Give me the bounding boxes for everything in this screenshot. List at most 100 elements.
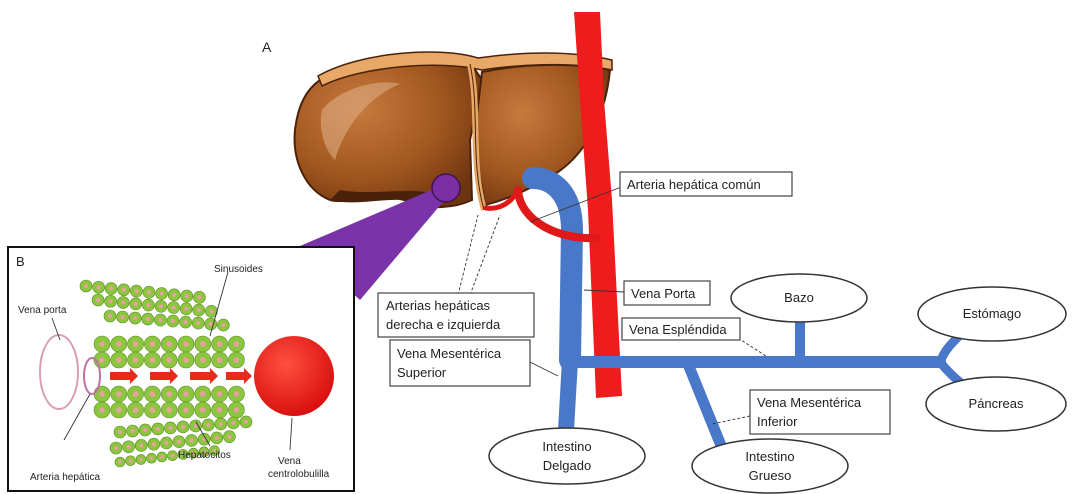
panel-b-vena-centrolobulilla	[254, 336, 334, 416]
hepatocyte-nucleus	[134, 302, 138, 306]
panel-b-letter: B	[16, 254, 25, 269]
estomago-branch-vessel	[940, 335, 960, 362]
hepatocyte-nucleus	[217, 357, 223, 363]
hepatocyte-nucleus	[234, 407, 240, 413]
organ-bazo: Bazo	[731, 274, 867, 322]
hepatocyte-nucleus	[139, 443, 143, 447]
hepatocyte-nucleus	[143, 428, 147, 432]
hepatocyte-nucleus	[183, 391, 189, 397]
hepatocyte-nucleus	[164, 441, 168, 445]
hepatocyte-nucleus	[127, 445, 131, 449]
panel-b-label-sinusoides: Sinusoides	[214, 264, 263, 275]
panel-b-label-hepatocitos: Hepatocitos	[178, 450, 231, 461]
hepatocyte-nucleus	[109, 286, 113, 290]
hepatocyte-nucleus	[99, 407, 105, 413]
hepatocyte-nucleus	[160, 291, 164, 295]
hepatocyte-nucleus	[147, 290, 151, 294]
hepatocyte-nucleus	[221, 323, 225, 327]
hepatocyte-nucleus	[200, 341, 206, 347]
hepatocyte-nucleus	[171, 319, 175, 323]
hepatocyte-nucleus	[150, 391, 156, 397]
hepatocyte-nucleus	[133, 357, 139, 363]
hepatocyte-nucleus	[172, 305, 176, 309]
hepatocyte-nucleus	[197, 308, 201, 312]
hepatocyte-nucleus	[146, 303, 150, 307]
hepatocyte-nucleus	[200, 407, 206, 413]
hepatocyte-nucleus	[133, 341, 139, 347]
hepatocyte-nucleus	[150, 456, 154, 460]
svg-text:Estómago: Estómago	[963, 306, 1022, 321]
panel-a-letter: A	[262, 39, 272, 55]
hepatocyte-nucleus	[133, 316, 137, 320]
organ-estomago: Estómago	[918, 287, 1066, 341]
hepatocyte-nucleus	[97, 285, 101, 289]
hepatocyte-nucleus	[150, 407, 156, 413]
panel-b-label-vena-1: Vena	[278, 456, 301, 467]
vena-mesenterica-superior-vessel	[566, 360, 570, 430]
label-vena-esplendida: Vena Espléndida	[622, 318, 740, 340]
svg-text:Intestino: Intestino	[542, 439, 591, 454]
hepatocyte-nucleus	[183, 407, 189, 413]
hepatocyte-nucleus	[197, 295, 201, 299]
hepatocyte-nucleus	[209, 309, 213, 313]
organ-pancreas: Páncreas	[926, 377, 1066, 431]
hepatocyte-nucleus	[234, 391, 240, 397]
svg-text:derecha e izquierda: derecha e izquierda	[386, 317, 501, 332]
svg-text:Delgado: Delgado	[543, 458, 591, 473]
hepatocyte-nucleus	[177, 440, 181, 444]
svg-text:Grueso: Grueso	[749, 468, 792, 483]
hepatocyte-nucleus	[234, 341, 240, 347]
hepatocyte-nucleus	[184, 320, 188, 324]
svg-text:Intestino: Intestino	[745, 449, 794, 464]
svg-text:Inferior: Inferior	[757, 414, 798, 429]
lobule-marker-node	[432, 174, 460, 202]
hepatocyte-nucleus	[84, 284, 88, 288]
hepatocyte-nucleus	[99, 391, 105, 397]
svg-text:Superior: Superior	[397, 365, 447, 380]
hepatocyte-nucleus	[150, 341, 156, 347]
hepatocyte-nucleus	[166, 341, 172, 347]
hepatocyte-nucleus	[146, 317, 150, 321]
hepatocyte-nucleus	[227, 435, 231, 439]
hepatocyte-nucleus	[99, 341, 105, 347]
hepatocyte-nucleus	[184, 307, 188, 311]
hepatocyte-nucleus	[108, 314, 112, 318]
label-arteria-hepatica-comun: Arteria hepática común	[620, 172, 792, 196]
hepatocyte-nucleus	[96, 298, 100, 302]
hepatocyte-nucleus	[190, 438, 194, 442]
hepatocyte-nucleus	[116, 391, 122, 397]
panel-b-label-arteria-hepatica: Arteria hepática	[30, 472, 100, 483]
svg-text:Vena Mesentérica: Vena Mesentérica	[757, 395, 862, 410]
hepatocyte-nucleus	[121, 300, 125, 304]
hepatocyte-nucleus	[181, 425, 185, 429]
organ-intestino-delgado: Intestino Delgado	[489, 428, 645, 484]
svg-text:Arterias hepáticas: Arterias hepáticas	[386, 298, 491, 313]
hepatocyte-nucleus	[231, 421, 235, 425]
hepatocyte-nucleus	[217, 391, 223, 397]
hepatocyte-nucleus	[168, 426, 172, 430]
label-vena-mesenterica-superior: Vena Mesentérica Superior	[390, 340, 530, 386]
hepatocyte-nucleus	[156, 427, 160, 431]
hepatocyte-nucleus	[134, 289, 138, 293]
label-vena-mesenterica-inferior: Vena Mesentérica Inferior	[750, 390, 890, 434]
organ-intestino-grueso: Intestino Grueso	[692, 439, 848, 493]
svg-text:Vena Espléndida: Vena Espléndida	[629, 322, 727, 337]
hepatocyte-nucleus	[196, 321, 200, 325]
hepatocyte-nucleus	[116, 357, 122, 363]
hepatocyte-nucleus	[129, 459, 133, 463]
panel-b-label-vena-porta: Vena porta	[18, 305, 67, 316]
hepatocyte-nucleus	[234, 357, 240, 363]
hepatocyte-nucleus	[166, 391, 172, 397]
hepatocyte-nucleus	[131, 429, 135, 433]
panel-b-label-vena-2: centrolobulilla	[268, 469, 330, 480]
label-arterias-hepaticas: Arterias hepáticas derecha e izquierda	[378, 293, 534, 337]
hepatocyte-nucleus	[217, 407, 223, 413]
hepatocyte-nucleus	[116, 341, 122, 347]
hepatocyte-nucleus	[114, 446, 118, 450]
hepatocyte-nucleus	[139, 458, 143, 462]
hepatocyte-nucleus	[183, 341, 189, 347]
hepatocyte-nucleus	[200, 391, 206, 397]
hepatocyte-nucleus	[172, 293, 176, 297]
hepatocyte-nucleus	[217, 341, 223, 347]
hepatocyte-nucleus	[183, 357, 189, 363]
